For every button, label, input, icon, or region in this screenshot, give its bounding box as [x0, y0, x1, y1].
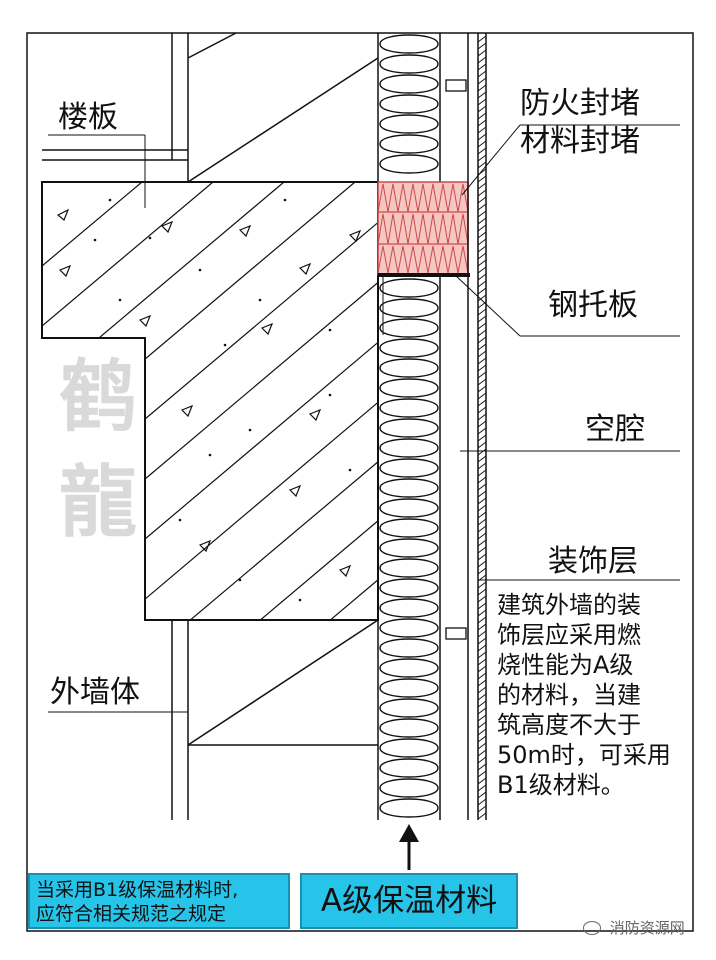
arrow-to-insulation: [399, 824, 419, 870]
b1-note-line-2: 应符合相关规范之规定: [36, 903, 227, 925]
label-floor-slab: 楼板: [58, 100, 118, 135]
outer-frame: [26, 32, 694, 932]
label-decoration-layer: 装饰层: [548, 544, 638, 579]
a-class-box: A级保温材料: [300, 873, 518, 929]
note-line-7: B1级材料。: [497, 771, 625, 799]
watermark: 鹤 龍: [40, 355, 137, 538]
label-fire-seal-1: 防火封堵: [520, 86, 640, 121]
leader-lines: [48, 124, 680, 713]
label-cavity: 空腔: [585, 412, 645, 447]
chat-icon: [583, 921, 601, 935]
insulation-layer: [377, 33, 441, 820]
note-line-6: 50m时，可采用: [497, 741, 671, 769]
watermark-text: 鹤 龍: [46, 355, 137, 539]
note-line-5: 筑高度不大于: [497, 711, 641, 739]
note-line-3: 烧性能为A级: [497, 651, 634, 679]
source-badge-text: 消防资源网: [609, 919, 685, 937]
b1-note-box: 当采用B1级保温材料时, 应符合相关规范之规定: [28, 873, 290, 929]
note-line-2: 饰层应采用燃: [497, 621, 641, 649]
b1-note-line-1: 当采用B1级保温材料时,: [36, 879, 239, 901]
label-steel-bracket: 钢托板: [548, 288, 638, 323]
note-line-4: 的材料，当建: [497, 681, 641, 709]
aggregate-marks: [56, 208, 362, 578]
source-badge: 消防资源网: [583, 917, 685, 938]
decoration-note: 建筑外墙的装 饰层应采用燃 烧性能为A级 的材料，当建 筑高度不大于 50m时，…: [497, 590, 671, 800]
label-exterior-wall: 外墙体: [50, 675, 140, 710]
label-fire-seal-2: 材料封堵: [520, 124, 640, 159]
a-class-label: A级保温材料: [320, 883, 498, 919]
upper-wall: [42, 32, 379, 183]
lower-wall: [171, 619, 379, 820]
cladding-layer: [445, 33, 487, 820]
fire-seal-block: [377, 181, 469, 275]
steel-bracket: [377, 273, 470, 335]
note-line-1: 建筑外墙的装: [497, 591, 641, 619]
sand-dots: [93, 198, 352, 602]
